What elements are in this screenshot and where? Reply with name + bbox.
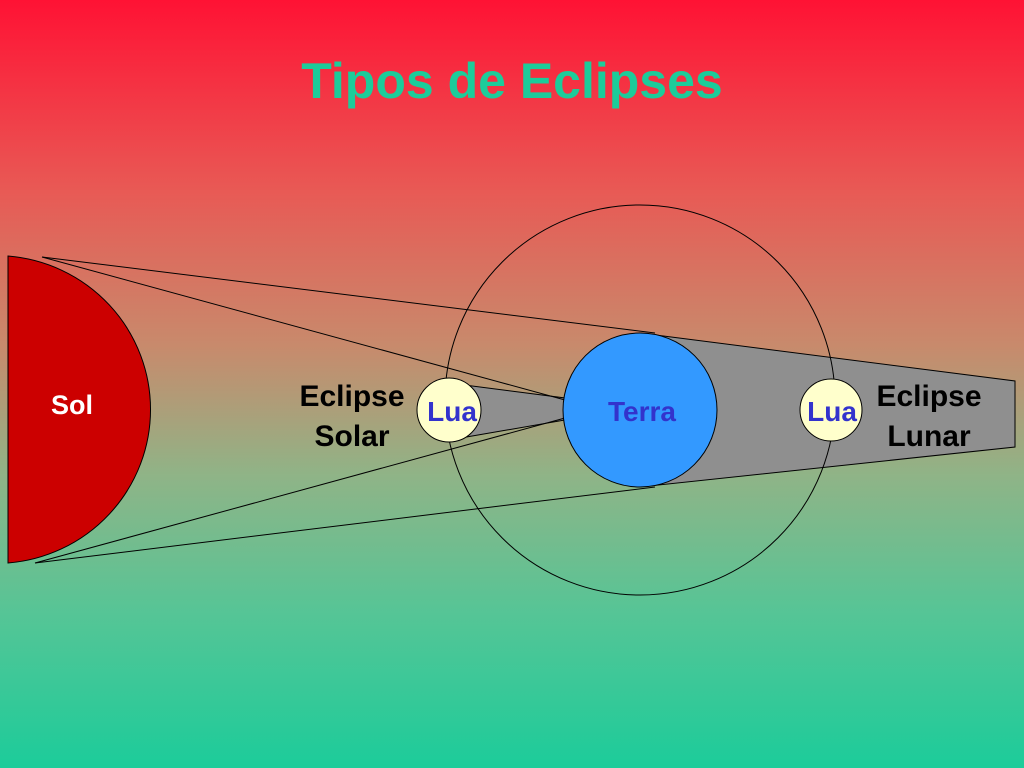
lunar-eclipse-label-line2: Lunar [887, 420, 971, 453]
ray-lower-inner [34, 417, 566, 564]
moon-lunar-label: Lua [807, 396, 857, 427]
sun-shape [7, 255, 151, 564]
moon-lunar-shape [799, 378, 863, 442]
slide-title: Tipos de Eclipses [301, 53, 723, 109]
earth-shape [562, 332, 718, 488]
solar-eclipse-label-line1: Eclipse [299, 380, 404, 413]
moon-solar-label: Lua [427, 396, 477, 427]
ray-lower-outer [34, 486, 656, 564]
moon-solar-shape [416, 377, 482, 443]
sun-label: Sol [51, 390, 93, 420]
solar-eclipse-label-line2: Solar [314, 420, 389, 453]
lunar-eclipse-label-line1: Eclipse [876, 380, 981, 413]
ray-upper-inner [41, 256, 566, 401]
ray-upper-outer [41, 256, 656, 334]
earth-label: Terra [608, 396, 676, 427]
